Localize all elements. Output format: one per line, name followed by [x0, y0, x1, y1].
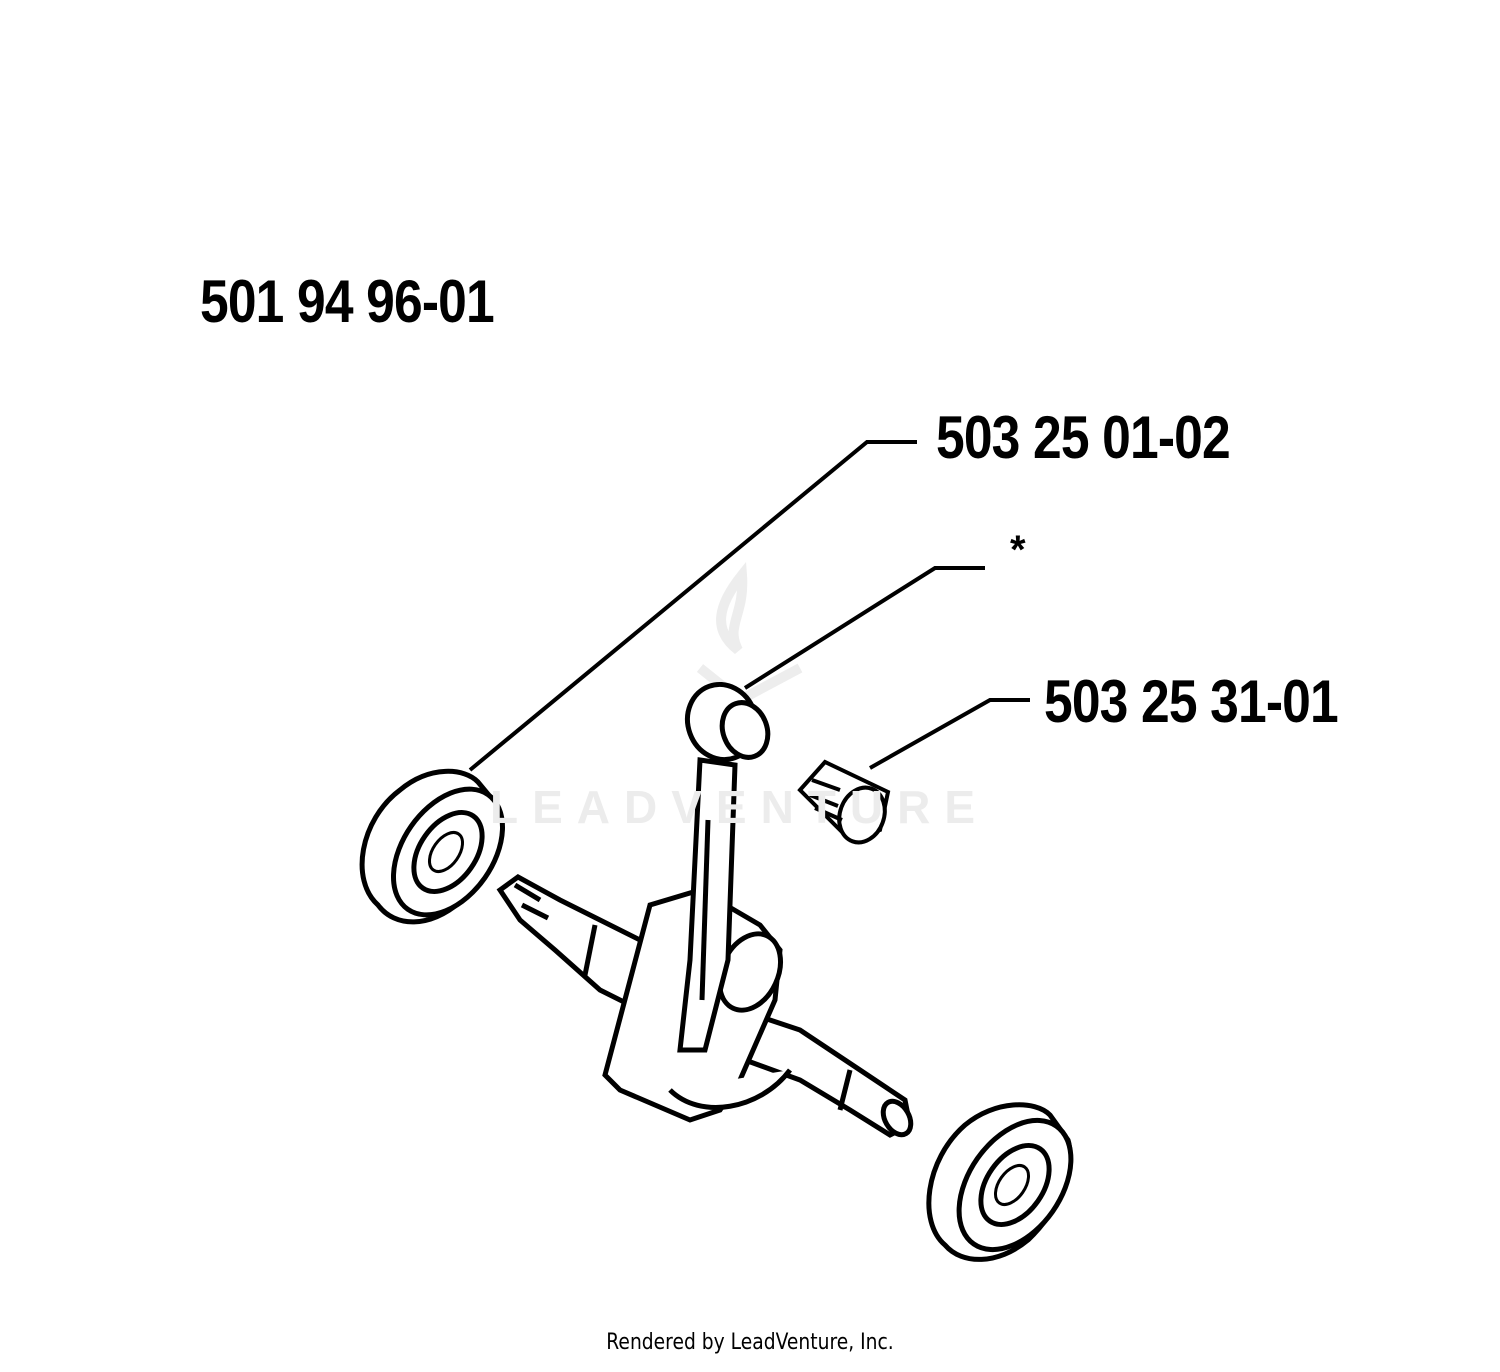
- watermark-text: LEADVENTURE: [490, 781, 990, 833]
- leader-line-bearing: [468, 440, 917, 772]
- leader-line-needle: [869, 698, 1030, 770]
- footer-credit: Rendered by LeadVenture, Inc.: [606, 1330, 894, 1355]
- watermark-logo: [696, 561, 803, 706]
- needle-bearing: [797, 759, 891, 845]
- needle-bearing-part-number: 503 25 31-01: [1044, 668, 1339, 735]
- right-bearing: [926, 1102, 1074, 1262]
- connecting-rod-note: *: [1010, 528, 1026, 572]
- leader-line-rod: [743, 566, 985, 690]
- crankshaft: [496, 681, 914, 1138]
- bearing-part-number: 503 25 01-02: [936, 404, 1231, 471]
- left-bearing: [359, 768, 506, 925]
- assembly-part-number: 501 94 96-01: [200, 268, 495, 335]
- leader-lines: [468, 440, 1030, 772]
